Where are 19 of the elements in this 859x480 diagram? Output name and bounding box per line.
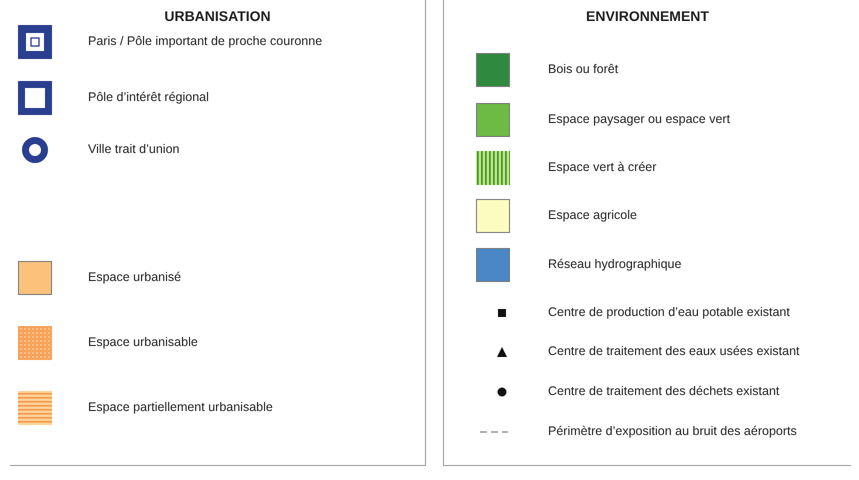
legend-label: Paris / Pôle important de proche couronne — [88, 34, 322, 48]
legend-label: Espace partiellement urbanisable — [88, 400, 273, 414]
panel-heading: URBANISATION — [163, 8, 272, 24]
legend-label: Périmètre d’exposition au bruit des aéroports — [548, 424, 797, 438]
legend-label: Espace vert à créer — [548, 160, 656, 174]
legend-label: Espace paysager ou espace vert — [548, 112, 730, 126]
legend-label: Réseau hydrographique — [548, 257, 682, 271]
legend-label: Centre de traitement des eaux usées existant — [548, 344, 800, 358]
panel-heading: ENVIRONNEMENT — [585, 8, 710, 24]
legend-panel — [443, 0, 851, 466]
legend-label: Espace agricole — [548, 208, 637, 222]
legend-label: Centre de traitement des déchets existant — [548, 384, 780, 398]
legend-label: Espace urbanisé — [88, 270, 182, 284]
legend-label: Espace urbanisable — [88, 335, 198, 349]
legend-label: Ville trait d’union — [88, 142, 180, 156]
legend-panel — [10, 0, 426, 466]
legend-label: Pôle d’intérêt régional — [88, 90, 209, 104]
legend-label: Bois ou forêt — [548, 62, 618, 76]
legend-label: Centre de production d’eau potable existant — [548, 305, 790, 319]
